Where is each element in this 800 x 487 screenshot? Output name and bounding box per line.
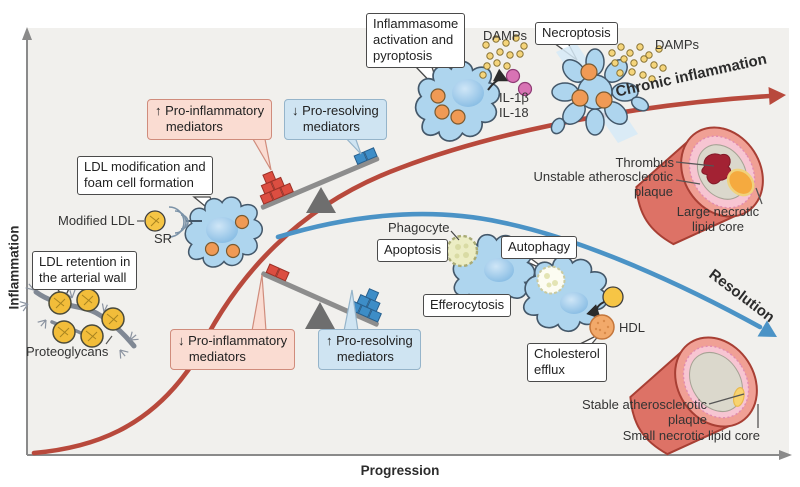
necroptosis-callout: Necroptosis [535, 22, 618, 45]
blue-mediator-blocks [353, 147, 378, 165]
y-axis [22, 27, 32, 455]
apoptotic-cell [445, 234, 479, 268]
damps-label-right: DAMPs [655, 37, 700, 52]
upper-seesaw [248, 133, 380, 213]
proteoglycans-label: Proteoglycans [26, 344, 109, 359]
modified-ldl-particle [137, 206, 189, 238]
damps-dots-right [608, 43, 667, 83]
autophagy-callout: Autophagy [501, 236, 578, 259]
unstable-vessel [635, 126, 764, 246]
ldl-retention-callout: LDL retention in the arterial wall [32, 251, 138, 290]
red-mediator-blocks [265, 263, 290, 282]
unstable-plaque-label: Unstable atherosclerotic plaque [533, 169, 673, 200]
cholesterol-efflux-callout: Cholesterol efflux [527, 343, 607, 382]
damps-label-left: DAMPs [483, 28, 528, 43]
sr-label: SR [154, 231, 173, 246]
proteoglycans-graphic [18, 280, 140, 360]
phagocyte-leader [450, 230, 460, 241]
cholesterol-particle [586, 286, 624, 319]
down-pro-inflammatory-box: ↓ Pro-inflammatory mediators [170, 329, 296, 370]
ldl-modification-callout: LDL modification and foam cell formation [77, 156, 213, 195]
stable-plaque-label: Stable atherosclerotic plaque [581, 397, 707, 428]
phagocyte-label: Phagocyte [388, 220, 450, 235]
chronic-arrowhead-icon [768, 87, 786, 105]
il-particles [505, 68, 533, 97]
stable-vessel [629, 336, 758, 456]
modified-ldl-label: Modified LDL [58, 213, 135, 228]
leader-lines [675, 161, 763, 428]
autophagy-cell [515, 246, 617, 342]
up-pro-inflammatory-box: ↑ Pro-inflammatory mediators [147, 99, 273, 140]
large-core-label: Large necrotic lipid core [676, 204, 760, 235]
efferocytosis-callout: Efferocytosis [423, 294, 512, 317]
necroptosis-cell [550, 43, 650, 143]
lower-seesaw [251, 263, 382, 332]
foam-cell [184, 196, 264, 268]
autophagosome-icon [536, 265, 566, 295]
fulcrum-icon [305, 302, 335, 329]
interleukin-label: IL-1β IL-18 [499, 90, 529, 121]
y-axis-label: Inflammation [6, 225, 22, 310]
efferocytosis-cell [447, 228, 540, 314]
damps-dots-left [479, 34, 528, 79]
pyroptosis-cell [409, 55, 509, 147]
resolution-arrowhead-icon [757, 320, 777, 337]
sr-receptor-icon [168, 206, 189, 238]
resolution-arrow [275, 211, 777, 337]
x-axis-label: Progression [360, 463, 440, 478]
retained-ldl-particles [48, 288, 125, 348]
inflammasome-callout: Inflammasome activation and pyroptosis [366, 13, 466, 68]
small-lipid-core-blob [732, 387, 745, 407]
small-core-label: Small necrotic lipid core [622, 428, 760, 443]
red-mediator-blocks [259, 170, 294, 205]
up-pro-resolving-box: ↑ Pro-resolving mediators [318, 329, 421, 370]
x-axis [27, 450, 792, 460]
large-lipid-core-blob [726, 168, 755, 197]
apoptosis-callout: Apoptosis [377, 239, 449, 262]
hdl-particle [589, 314, 615, 340]
down-pro-resolving-box: ↓ Pro-resolving mediators [284, 99, 387, 140]
thrombus-label: Thrombus [615, 155, 674, 170]
x-axis-arrow-icon [779, 450, 792, 460]
hdl-label: HDL [619, 320, 646, 335]
y-axis-arrow-icon [22, 27, 32, 40]
fulcrum-icon [306, 187, 336, 213]
